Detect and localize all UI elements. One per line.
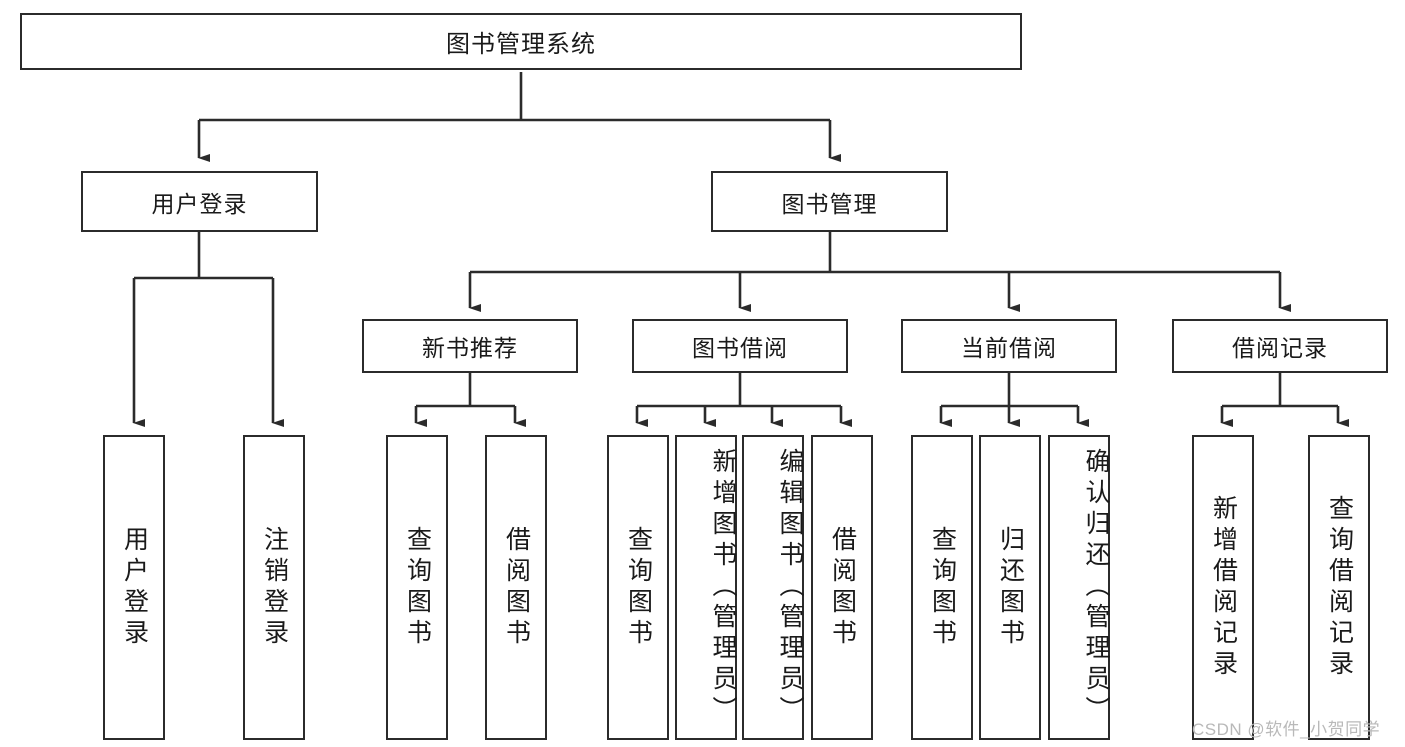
leaf-add-book-admin[interactable]: 新增图书（管理员）: [675, 435, 737, 740]
node-new-book-recommend[interactable]: 新书推荐: [362, 319, 578, 373]
leaf-add-borrow-record[interactable]: 新增借阅记录: [1192, 435, 1254, 740]
node-current-borrow[interactable]: 当前借阅: [901, 319, 1117, 373]
node-user-login[interactable]: 用户登录: [81, 171, 318, 232]
leaf-query-borrow-record[interactable]: 查询借阅记录: [1308, 435, 1370, 740]
node-borrow-record[interactable]: 借阅记录: [1172, 319, 1388, 373]
leaf-query-book-borrow[interactable]: 查询图书: [607, 435, 669, 740]
leaf-query-book-newbook[interactable]: 查询图书: [386, 435, 448, 740]
leaf-borrow-book-newbook[interactable]: 借阅图书: [485, 435, 547, 740]
leaf-user-login[interactable]: 用户登录: [103, 435, 165, 740]
node-book-borrow[interactable]: 图书借阅: [632, 319, 848, 373]
leaf-logout[interactable]: 注销登录: [243, 435, 305, 740]
leaf-edit-book-admin[interactable]: 编辑图书（管理员）: [742, 435, 804, 740]
leaf-borrow-book[interactable]: 借阅图书: [811, 435, 873, 740]
leaf-query-book-current[interactable]: 查询图书: [911, 435, 973, 740]
node-book-management[interactable]: 图书管理: [711, 171, 948, 232]
leaf-return-book[interactable]: 归还图书: [979, 435, 1041, 740]
node-root-system[interactable]: 图书管理系统: [20, 13, 1022, 70]
leaf-confirm-return-admin[interactable]: 确认归还（管理员）: [1048, 435, 1110, 740]
